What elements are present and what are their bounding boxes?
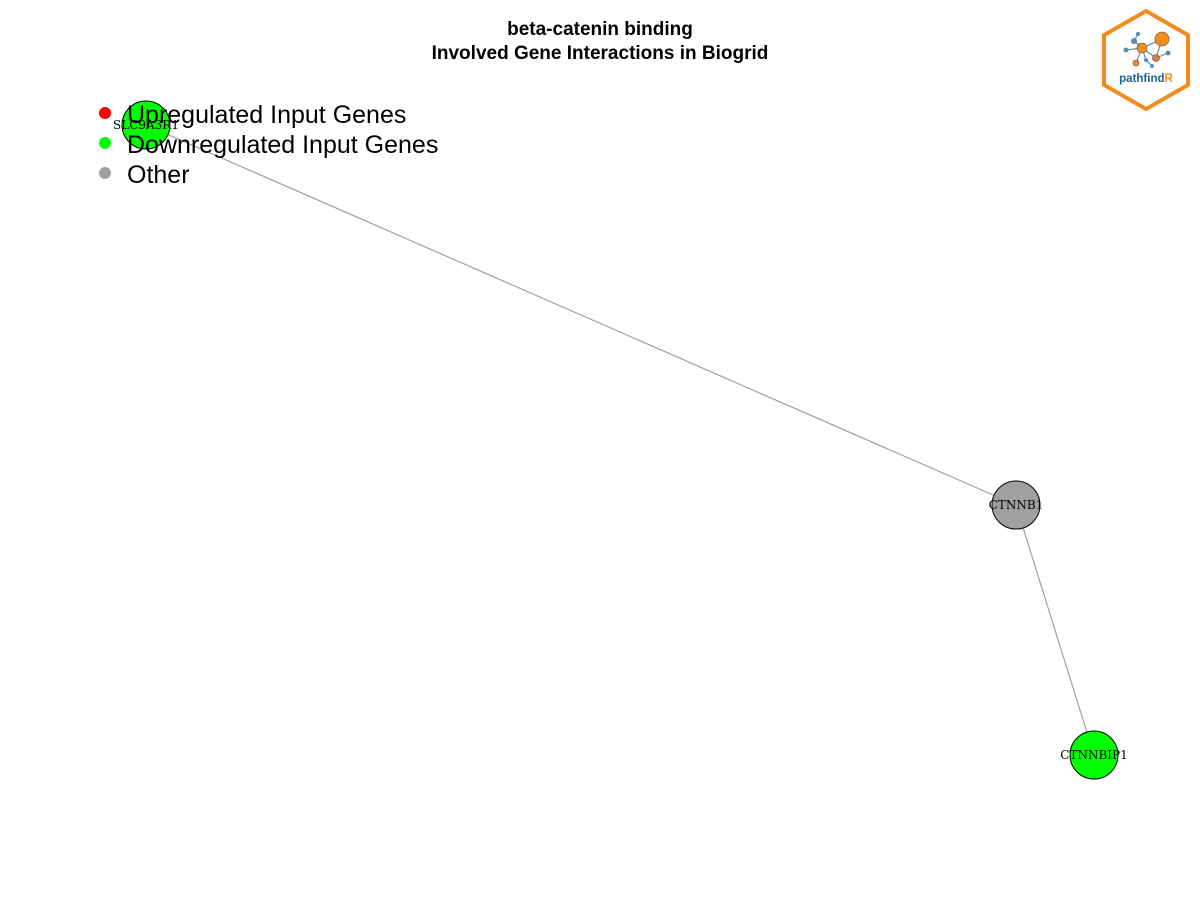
node-circle-ctnnb1	[991, 480, 1041, 530]
node-circle-slc9a3r1	[121, 100, 171, 150]
legend-dot-other	[99, 167, 111, 179]
edge-ctnnb1-ctnnbip1	[1015, 504, 1095, 756]
node-label-slc9a3r1: SLC9A3R1	[113, 118, 179, 132]
chart-title-line-2: Involved Gene Interactions in Biogrid	[431, 43, 769, 64]
legend-label-other: Other	[127, 161, 190, 189]
node-ctnnbip1: CTNNBIP1	[1060, 730, 1128, 780]
logo-text-accent: R	[1165, 73, 1174, 85]
edge-slc9a3r1-ctnnb1	[145, 124, 1017, 506]
node-slc9a3r1: SLC9A3R1	[113, 100, 179, 150]
legend-dot-downregulated	[99, 137, 111, 149]
logo-text-main: pathfind	[1119, 73, 1164, 85]
edges-layer	[145, 124, 1095, 756]
chart-title-line-1: beta-catenin binding	[507, 19, 693, 40]
pathfindr-logo: pathfindR	[1102, 8, 1190, 112]
legend-label-upregulated: Upregulated Input Genes	[127, 101, 407, 129]
node-circle-ctnnbip1	[1069, 730, 1119, 780]
node-label-ctnnbip1: CTNNBIP1	[1060, 748, 1127, 762]
svg-text:pathfindR: pathfindR	[1119, 73, 1173, 85]
legend-dot-upregulated	[99, 107, 111, 119]
node-ctnnb1: CTNNB1	[989, 480, 1044, 530]
node-label-ctnnb1: CTNNB1	[989, 498, 1044, 512]
legend-label-downregulated: Downregulated Input Genes	[127, 131, 439, 159]
